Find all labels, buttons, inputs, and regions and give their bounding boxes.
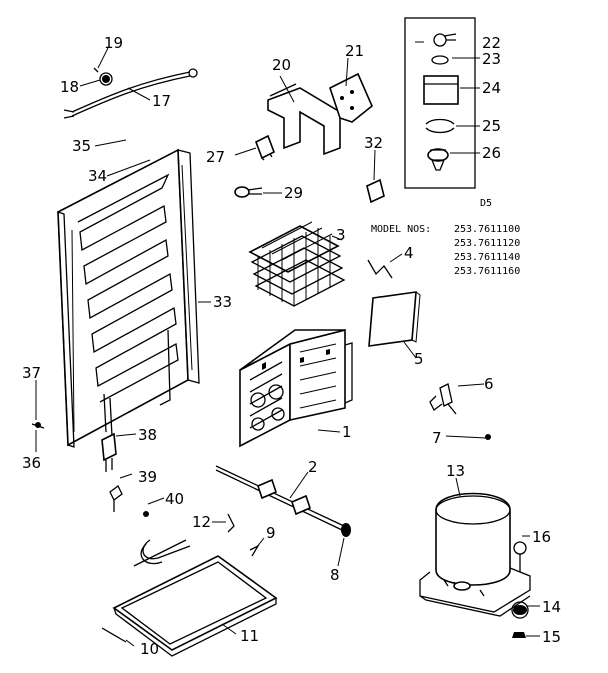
callout-19: 19 (104, 34, 123, 52)
leader-lines (35, 41, 540, 647)
callout-38: 38 (138, 426, 157, 444)
heater-tube (215, 465, 351, 537)
callout-9: 9 (266, 524, 276, 542)
callout-35: 35 (72, 137, 91, 155)
callout-27: 27 (206, 148, 225, 166)
callout-6: 6 (484, 375, 494, 393)
clip-and-pad (367, 259, 421, 347)
callout-33: 33 (213, 293, 232, 311)
callout-2: 2 (308, 458, 318, 476)
callout-13: 13 (446, 462, 465, 480)
callout-10: 10 (140, 640, 159, 658)
model-number-4: 253.7611160 (454, 266, 520, 277)
callout-1: 1 (342, 423, 352, 441)
callout-11: 11 (240, 627, 259, 645)
callout-34: 34 (88, 167, 107, 185)
callout-36: 36 (22, 454, 41, 472)
model-number-3: 253.7611140 (454, 252, 520, 263)
callout-29: 29 (284, 184, 303, 202)
callout-8: 8 (330, 566, 340, 584)
small-parts-upper (234, 134, 385, 204)
wire-harness (63, 67, 198, 119)
callout-37: 37 (22, 364, 41, 382)
parts-inset-panel (404, 17, 476, 189)
model-number-2: 253.7611120 (454, 238, 520, 249)
control-unit (239, 328, 353, 448)
callout-18: 18 (60, 78, 79, 96)
callout-14: 14 (542, 598, 561, 616)
evaporator-panel (57, 148, 200, 448)
model-number-1: 253.7611100 (454, 224, 520, 235)
left-small-parts (31, 422, 117, 472)
relay-and-screw (429, 383, 491, 440)
compressor (419, 492, 531, 638)
callout-24: 24 (482, 79, 501, 97)
callout-32: 32 (364, 134, 383, 152)
callout-5: 5 (414, 350, 424, 368)
brackets (267, 72, 373, 156)
corner-code: D5 (480, 198, 492, 209)
callout-21: 21 (345, 42, 364, 60)
callout-15: 15 (542, 628, 561, 646)
callout-26: 26 (482, 144, 501, 162)
callout-20: 20 (272, 56, 291, 74)
drain-pan (101, 539, 278, 657)
drain-parts (109, 485, 260, 557)
callout-labels: 19 18 17 35 34 20 21 27 29 32 33 3 4 5 1… (22, 34, 561, 658)
callout-17: 17 (152, 92, 171, 110)
callout-22: 22 (482, 34, 501, 52)
callout-12: 12 (192, 513, 211, 531)
callout-40: 40 (165, 490, 184, 508)
model-numbers-block: D5 MODEL NOS: 253.7611100 253.7611120 25… (371, 198, 520, 277)
callout-23: 23 (482, 50, 501, 68)
condenser-coil (248, 221, 346, 307)
callout-3: 3 (336, 226, 346, 244)
callout-16: 16 (532, 528, 551, 546)
callout-4: 4 (404, 244, 414, 262)
callout-39: 39 (138, 468, 157, 486)
model-title: MODEL NOS: (371, 224, 431, 235)
callout-25: 25 (482, 117, 501, 135)
callout-7: 7 (432, 429, 442, 447)
